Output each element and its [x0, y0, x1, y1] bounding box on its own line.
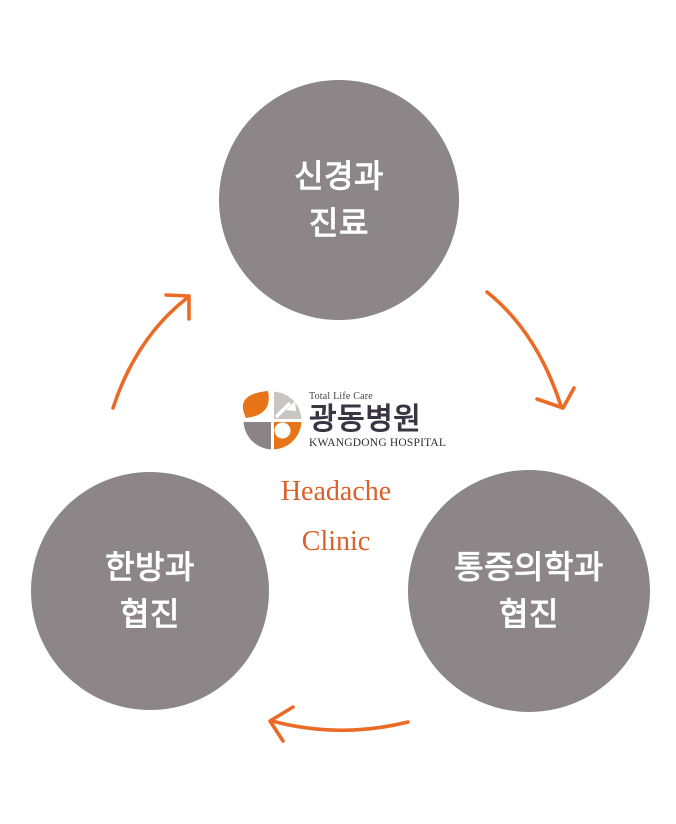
- node-line: 진료: [309, 205, 369, 241]
- cycle-node-pain-medicine: 통증의학과 협진: [408, 470, 650, 712]
- node-line: 협진: [499, 596, 559, 632]
- node-line: 협진: [120, 596, 180, 632]
- node-line: 신경과: [294, 158, 384, 194]
- node-label-neurology: 신경과 진료: [294, 153, 384, 247]
- node-line: 통증의학과: [454, 549, 604, 585]
- node-line: 한방과: [105, 549, 195, 585]
- cycle-node-korean-medicine: 한방과 협진: [31, 472, 269, 710]
- arrow-korean-medicine-to-neurology-icon: [111, 293, 191, 410]
- cycle-node-neurology: 신경과 진료: [219, 80, 459, 320]
- arrow-neurology-to-pain-icon: [485, 290, 576, 410]
- arrow-pain-to-korean-medicine-icon: [268, 705, 410, 743]
- node-label-korean-medicine: 한방과 협진: [105, 544, 195, 638]
- node-label-pain-medicine: 통증의학과 협진: [454, 544, 604, 638]
